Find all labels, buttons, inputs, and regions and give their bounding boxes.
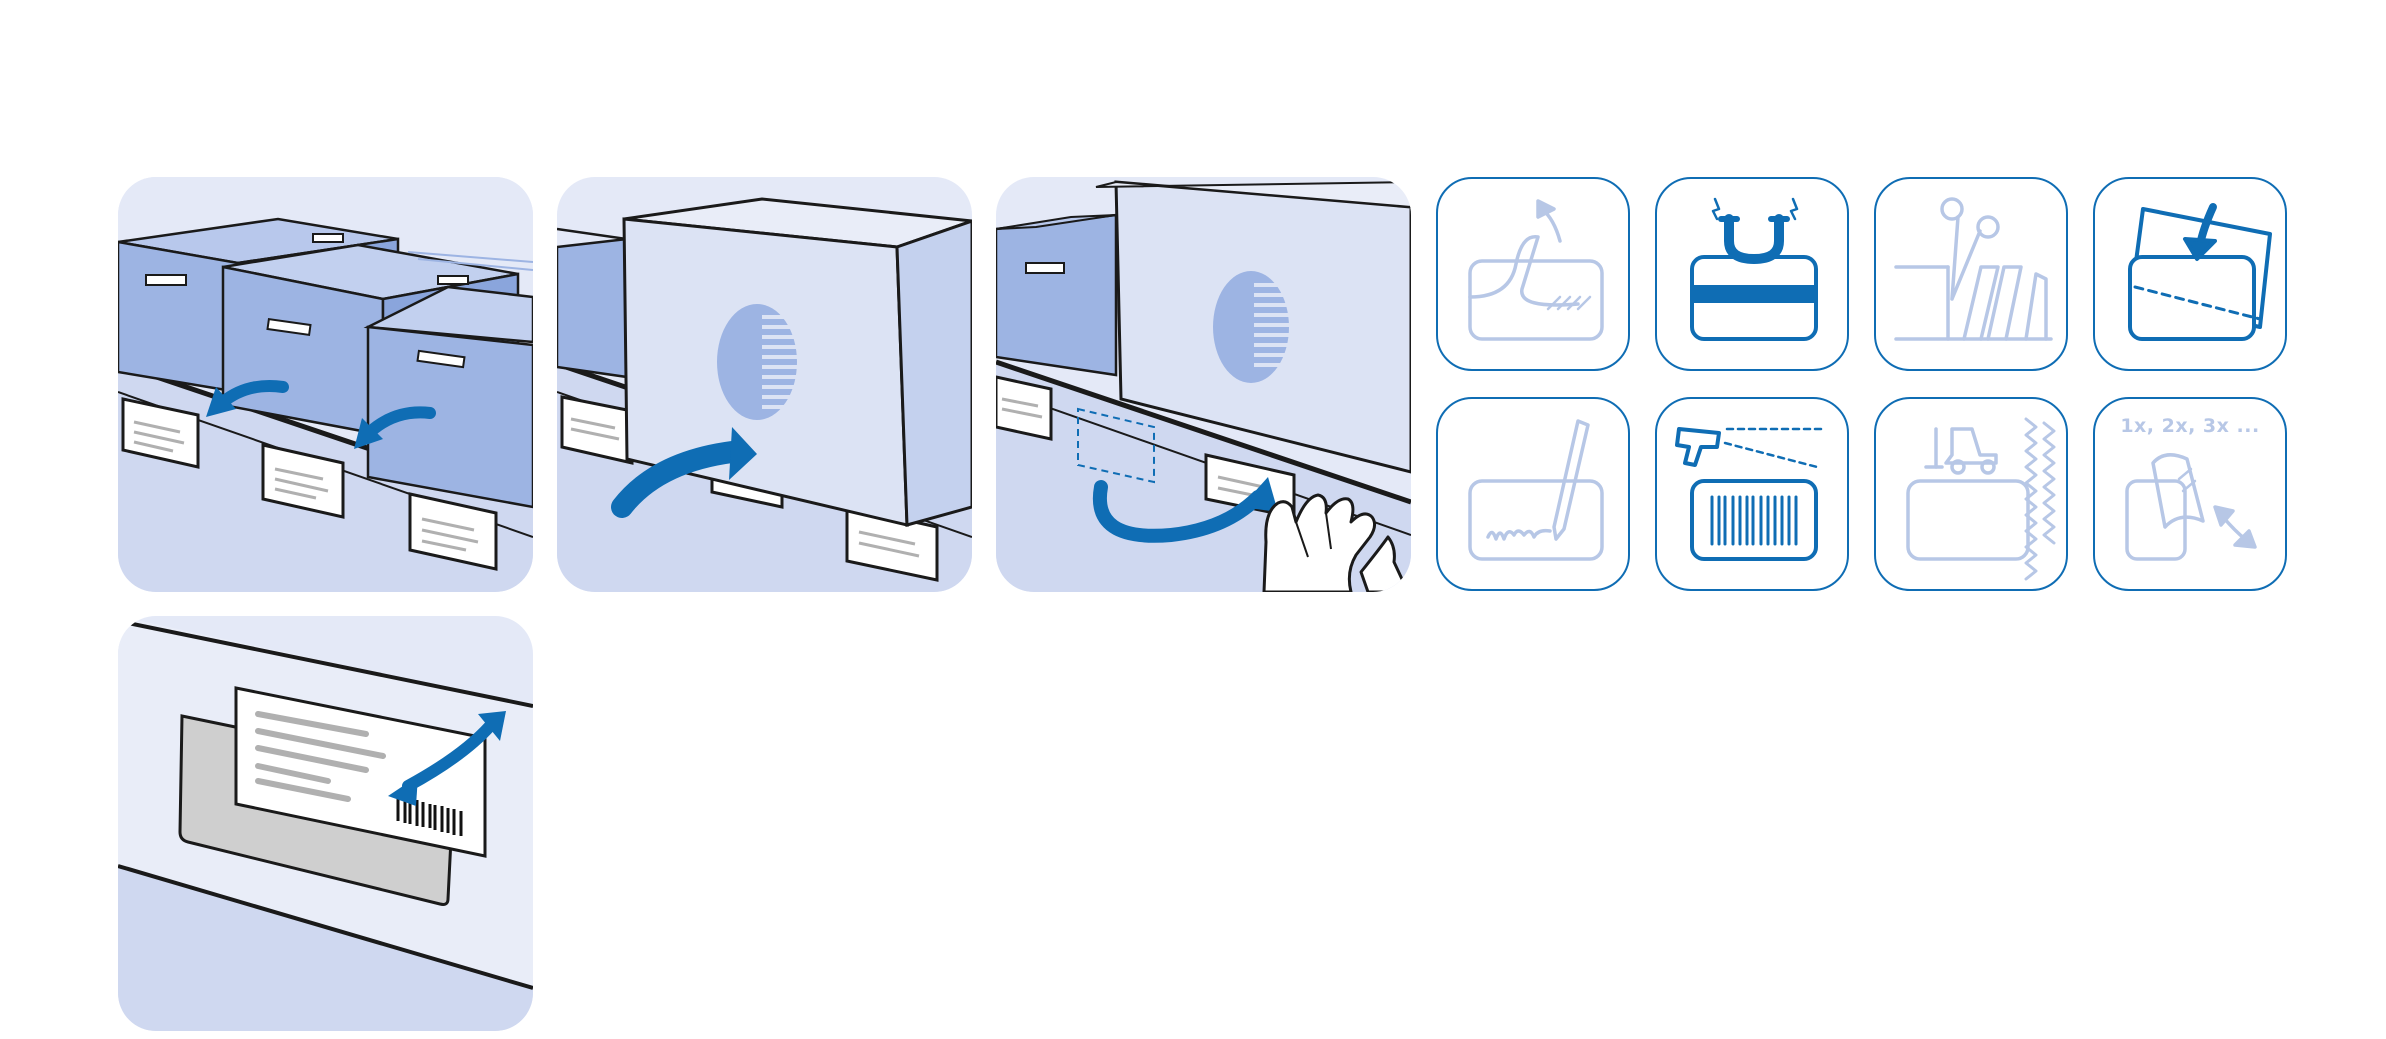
label-card: [234, 686, 487, 858]
carton: [1095, 180, 1411, 474]
label-pocket: [261, 443, 345, 519]
double-arrow-icon: [402, 720, 496, 792]
curved-arrow-icon: [611, 441, 743, 518]
writable-surface-icon: [1436, 397, 1630, 591]
barcode-scannable-icon: [1655, 397, 1849, 591]
illustration-apply-label-pocket: [996, 177, 1411, 592]
cut-to-size-icon: [1874, 177, 2068, 371]
crate-front: [363, 285, 533, 509]
forklift-resistant-icon: [1874, 397, 2068, 591]
reusable-icon: 1x, 2x, 3x ...: [2093, 397, 2287, 591]
curved-arrow-icon: [1092, 480, 1265, 543]
peel-off-liner-icon: [1436, 177, 1630, 371]
insert-card-icon: [2093, 177, 2287, 371]
label-pocket: [408, 492, 498, 571]
barcode-icon: [396, 796, 463, 836]
curved-arrow-icon: [364, 406, 436, 438]
curved-arrow-icon: [217, 380, 289, 408]
label-pocket: [121, 397, 200, 469]
illustration-carton-label-pocket: [557, 177, 972, 592]
magnetic-icon: [1655, 177, 1849, 371]
carton: [622, 197, 972, 527]
hand: [1262, 493, 1410, 592]
illustration-crates-label-pockets: [118, 177, 533, 592]
illustration-insert-label: [118, 616, 533, 1031]
reusable-caption: 1x, 2x, 3x ...: [2120, 415, 2260, 437]
